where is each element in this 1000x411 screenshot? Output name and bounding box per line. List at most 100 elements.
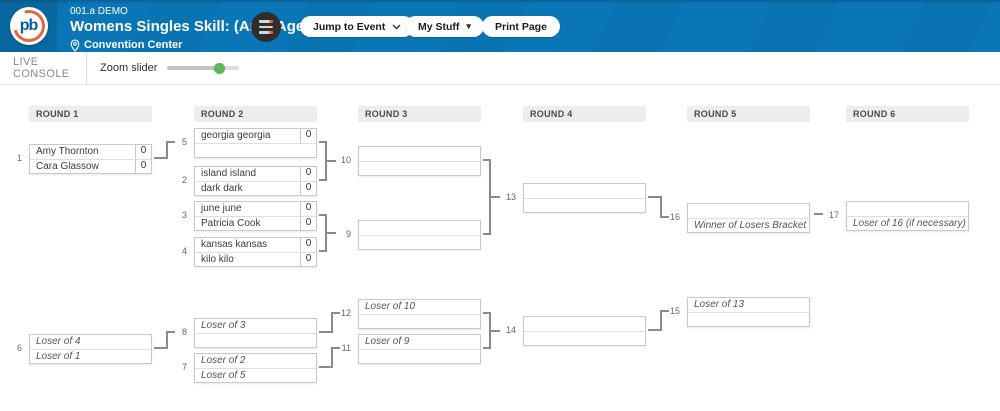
- pb-logo-icon: pb: [6, 4, 51, 48]
- bracket-connector: [331, 347, 340, 349]
- chevron-down-icon: [392, 24, 401, 29]
- bracket-connector: [331, 347, 333, 368]
- match-slot: Loser of 9: [359, 335, 480, 349]
- caret-down-icon: ▾: [466, 21, 471, 31]
- round-header: ROUND 4: [523, 106, 646, 122]
- player-name: Winner of Losers Bracket: [694, 220, 807, 231]
- bracket-connector: [319, 179, 327, 181]
- bracket-connector: [491, 330, 500, 332]
- match-slot: Loser of 2: [195, 354, 316, 368]
- match-13[interactable]: [523, 183, 646, 213]
- match-12[interactable]: Loser of 10: [358, 299, 481, 329]
- match-number: 1: [16, 153, 22, 163]
- player-name: Loser of 2: [201, 355, 246, 366]
- player-name: kansas kansas: [201, 239, 268, 250]
- match-slot: [847, 202, 968, 216]
- round-header: ROUND 2: [194, 106, 317, 122]
- toolbar: LIVE CONSOLE Zoom slider: [0, 52, 1000, 85]
- player-name: Loser of 10: [365, 301, 416, 312]
- bracket-connector: [331, 312, 340, 314]
- venue-row: Convention Center: [70, 38, 352, 52]
- bracket-connector: [319, 214, 327, 216]
- match-slot: [359, 161, 480, 175]
- player-name: Loser of 3: [201, 320, 246, 331]
- match-slot: Loser of 1: [30, 349, 151, 363]
- player-name: island island: [201, 168, 257, 179]
- score-box: 0: [135, 145, 151, 159]
- match-10[interactable]: [358, 146, 481, 176]
- match-14[interactable]: [523, 316, 646, 346]
- bracket-connector: [325, 214, 327, 252]
- tab-live-console[interactable]: LIVE CONSOLE: [0, 52, 87, 84]
- bracket-connector: [489, 312, 491, 349]
- bracket-connector: [483, 347, 491, 349]
- match-9[interactable]: [358, 220, 481, 250]
- location-pin-icon: [70, 38, 80, 52]
- match-16[interactable]: Winner of Losers Bracket: [687, 203, 810, 233]
- match-slot: Loser of 5: [195, 368, 316, 382]
- match-slot: [688, 312, 809, 326]
- bracket-connector: [319, 331, 331, 333]
- match-slot: [195, 333, 316, 347]
- match-17[interactable]: Loser of 16 (if necessary): [846, 201, 969, 231]
- match-slot: [524, 331, 645, 345]
- match-number: 5: [181, 137, 187, 147]
- bracket-connector: [660, 216, 669, 218]
- bracket-connector: [491, 196, 500, 198]
- menu-button[interactable]: [251, 12, 281, 42]
- match-number: 4: [181, 246, 187, 256]
- event-code: 001.a DEMO: [70, 6, 128, 17]
- zoom-slider-track[interactable]: [167, 62, 240, 74]
- match-15[interactable]: Loser of 13: [687, 297, 810, 327]
- match-slot: Loser of 10: [359, 300, 480, 314]
- match-slot: [359, 147, 480, 161]
- bracket-connector: [325, 141, 327, 181]
- player-name: Loser of 16 (if necessary): [853, 218, 966, 229]
- jump-to-event-button[interactable]: Jump to Event: [300, 16, 415, 37]
- player-name: kilo kilo: [201, 254, 234, 265]
- match-number: 11: [341, 343, 351, 353]
- bracket-connector: [660, 196, 662, 218]
- player-name: Loser of 13: [694, 299, 745, 310]
- player-name: dark dark: [201, 183, 243, 194]
- match-slot: [195, 143, 316, 157]
- match-slot: [359, 221, 480, 235]
- match-slot: Loser of 4: [30, 335, 151, 349]
- match-number: 10: [340, 155, 351, 165]
- event-title: Womens Singles Skill: (Any) Age: (Any): [70, 18, 352, 35]
- match-slot: [524, 184, 645, 198]
- player-name: Loser of 4: [36, 336, 81, 347]
- score-box: 0: [300, 217, 316, 230]
- match-number: 2: [181, 175, 187, 185]
- print-page-button[interactable]: Print Page: [482, 16, 560, 37]
- bracket-connector: [319, 250, 327, 252]
- player-name: june june: [201, 203, 242, 214]
- match-8[interactable]: Loser of 3: [194, 318, 317, 348]
- bracket-connector: [331, 312, 333, 333]
- bracket-connector: [327, 232, 336, 234]
- zoom-slider-thumb[interactable]: [213, 62, 225, 74]
- match-slot: [359, 349, 480, 363]
- venue-name: Convention Center: [84, 39, 183, 51]
- match-number: 6: [16, 343, 22, 353]
- match-slot: [688, 204, 809, 218]
- my-stuff-button[interactable]: My Stuff ▾: [405, 16, 484, 37]
- player-name: georgia georgia: [201, 130, 271, 141]
- score-box: 0: [300, 167, 316, 181]
- match-11[interactable]: Loser of 9: [358, 334, 481, 364]
- player-name: Patricia Cook: [201, 218, 261, 229]
- match-6[interactable]: Loser of 4 Loser of 1: [29, 334, 152, 364]
- bracket-connector: [166, 141, 175, 143]
- bracket-connector: [483, 233, 491, 235]
- match-slot: Loser of 16 (if necessary): [847, 216, 968, 230]
- match-7[interactable]: Loser of 2 Loser of 5: [194, 353, 317, 383]
- match-slot: [524, 198, 645, 212]
- match-slot: Winner of Losers Bracket: [688, 218, 809, 232]
